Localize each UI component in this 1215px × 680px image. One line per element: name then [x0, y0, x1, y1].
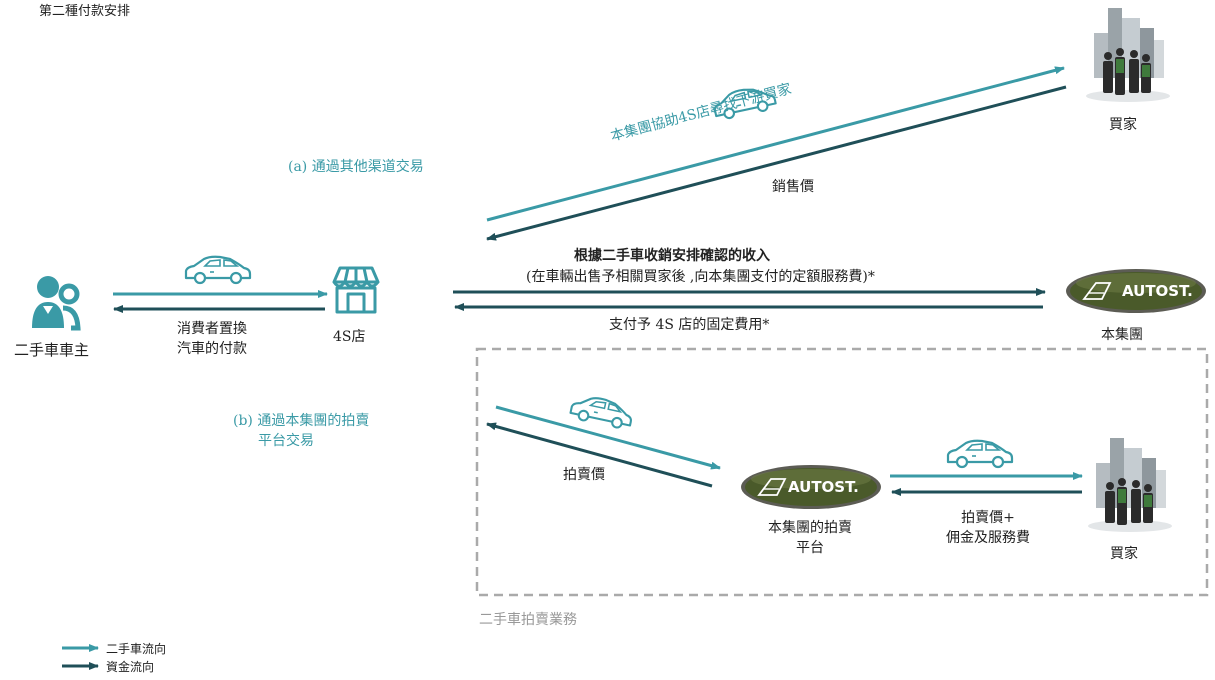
buyer-top-label: 買家 [1109, 117, 1137, 133]
income-title: 根據二手車收銷安排確認的收入 [574, 248, 770, 264]
section-a-label: (a) 通過其他渠道交易 [288, 159, 424, 175]
legend-money-label: 資金流向 [106, 660, 155, 674]
auction-platform-line1: 本集團的拍賣 [768, 520, 852, 536]
group-label: 本集團 [1101, 327, 1143, 343]
owner-payment-line2: 汽車的付款 [177, 341, 247, 357]
auction-price-label: 拍賣價 [563, 467, 605, 483]
person-icon [32, 276, 81, 331]
car-icon [568, 392, 636, 432]
store-label: 4S店 [333, 329, 366, 345]
store-icon [332, 266, 380, 314]
buyers-city-icon [1088, 438, 1172, 532]
owner-label: 二手車車主 [14, 341, 90, 359]
buyer-bottom-label: 買家 [1110, 546, 1138, 562]
arrow-car-store-to-buyer [486, 66, 1065, 222]
owner-payment-line1: 消費者置換 [177, 321, 247, 337]
auction-fee-line1: 拍賣價+ [961, 510, 1015, 526]
arrow-money-buyer-to-store [486, 85, 1067, 241]
buyers-city-icon [1086, 8, 1170, 102]
sale-price-label: 銷售價 [772, 179, 814, 195]
auction-logo-text: AUTOST. [788, 478, 859, 496]
income-detail: (在車輛出售予相關買家後 ,向本集團支付的定額服務費)* [526, 269, 875, 285]
group-logo-text: AUTOST. [1122, 282, 1193, 300]
arrow-auction-price-to-store [486, 422, 713, 488]
auction-box-label: 二手車拍賣業務 [479, 612, 577, 628]
section-b-label-line2: 平台交易 [258, 433, 314, 449]
auction-business-box [475, 347, 1209, 597]
section-b-label-line1: (b) 通過本集團的拍賣 [233, 413, 370, 429]
fixed-fee-label: 支付予 4S 店的固定費用* [609, 317, 770, 333]
car-icon [946, 439, 1014, 469]
auction-fee-line2: 佣金及服務費 [946, 530, 1030, 546]
page-title: 第二種付款安排 [39, 4, 131, 19]
legend-car-label: 二手車流向 [106, 642, 167, 656]
car-icon [184, 255, 252, 285]
arrow-car-to-auction [495, 405, 721, 470]
auction-platform-line2: 平台 [796, 540, 824, 556]
